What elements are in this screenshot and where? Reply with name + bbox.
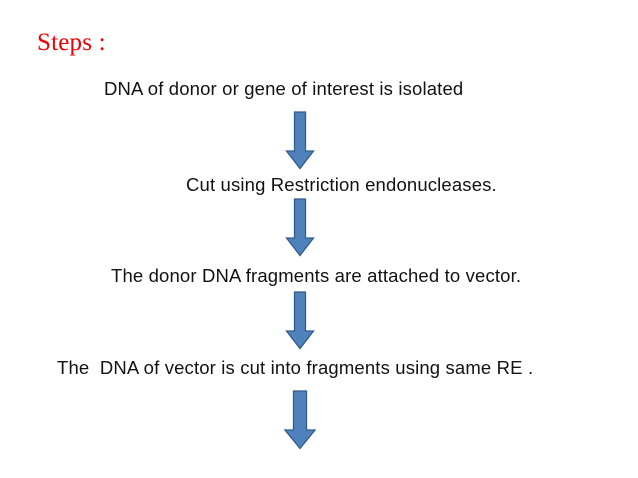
flow-step-text-4: The DNA of vector is cut into fragments …	[57, 357, 534, 378]
arrow-down-icon-4	[283, 390, 317, 450]
arrow-down-icon-3	[285, 291, 315, 350]
flow-step-text-2: Cut using Restriction endonucleases.	[186, 174, 497, 195]
arrow-down-icon-1	[285, 111, 315, 170]
arrow-down-icon-2	[285, 198, 315, 257]
page-title: Steps :	[37, 29, 106, 56]
flow-step-text-3: The donor DNA fragments are attached to …	[111, 265, 522, 286]
flow-step-text-1: DNA of donor or gene of interest is isol…	[104, 78, 464, 99]
